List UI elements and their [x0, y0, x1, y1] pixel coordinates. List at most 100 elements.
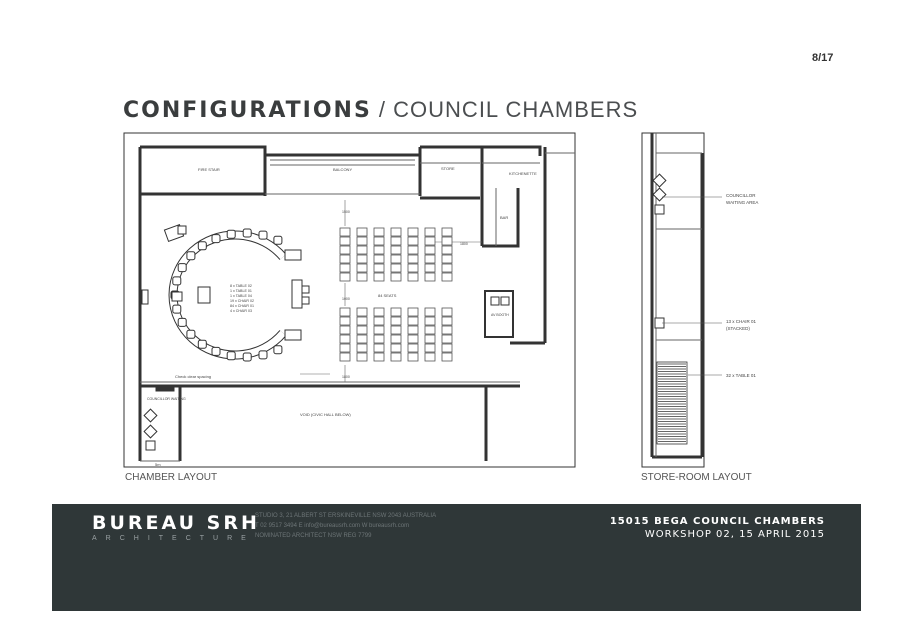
gallery-seat — [390, 316, 402, 326]
contact-details: STUDIO 3, 21 ALBERT ST ERSKINEVILLE NSW … — [255, 511, 436, 541]
label-void: VOID (CIVIC HALL BELOW) — [300, 412, 351, 417]
council-chair — [273, 235, 283, 245]
gallery-seat — [407, 316, 419, 326]
council-chair — [211, 234, 221, 244]
gallery-seat — [441, 245, 453, 255]
council-chair — [172, 304, 182, 314]
gallery-seat — [424, 263, 436, 273]
gallery-seat — [339, 245, 351, 255]
footer-bar: BUREAU SRH ARCHITECTURE STUDIO 3, 21 ALB… — [52, 504, 861, 611]
council-chair — [186, 329, 196, 339]
gallery-seat — [407, 334, 419, 344]
gallery-seat — [407, 263, 419, 273]
council-chair — [258, 230, 268, 240]
council-chair — [211, 346, 221, 356]
gallery-seat — [339, 254, 351, 264]
brand-logo: BUREAU SRH — [92, 512, 260, 534]
gallery-seat — [339, 272, 351, 282]
gallery-seat — [424, 227, 436, 237]
gallery-seat — [441, 227, 453, 237]
schedule-line: 1 x TABLE 04 — [230, 294, 252, 298]
gallery-seat — [356, 227, 368, 237]
gallery-seat — [339, 307, 351, 317]
gallery-seat — [339, 352, 351, 362]
council-chair — [197, 339, 207, 349]
gallery-seat — [356, 263, 368, 273]
label-store: STORE — [441, 166, 455, 171]
project-info: 15015 BEGA COUNCIL CHAMBERS WORKSHOP 02,… — [610, 515, 825, 541]
contact-line: T 02 9517 3494 E info@bureausrh.com W bu… — [255, 523, 410, 529]
gallery-seat — [373, 227, 385, 237]
gallery-seat — [441, 334, 453, 344]
label-av-booth: AV BOOTH — [491, 313, 509, 317]
gallery-seat — [390, 263, 402, 273]
title-strong: CONFIGURATIONS — [123, 98, 372, 123]
gallery-seat — [441, 307, 453, 317]
gallery-seat — [373, 343, 385, 353]
council-chair — [197, 241, 207, 251]
storeroom-layout-caption: STORE-ROOM LAYOUT — [641, 472, 752, 483]
gallery-seat — [424, 307, 436, 317]
gallery-seat — [441, 325, 453, 335]
gallery-seat — [373, 307, 385, 317]
gallery-seat — [424, 352, 436, 362]
label-fire-stair: FIRE STAIR — [198, 167, 220, 172]
gallery-seat — [424, 272, 436, 282]
council-chair — [242, 352, 252, 362]
contact-line: STUDIO 3, 21 ALBERT ST ERSKINEVILLE NSW … — [255, 513, 437, 519]
schedule-line: 8 x TABLE 02 — [230, 284, 252, 288]
gallery-seat — [424, 316, 436, 326]
gallery-seat — [356, 343, 368, 353]
dim-label: 1500 — [342, 210, 350, 214]
gallery-seat — [339, 236, 351, 246]
label-councillor-waiting: COUNCILLOR WAITING — [147, 397, 186, 401]
council-chair — [258, 350, 268, 360]
gallery-seat — [407, 227, 419, 237]
stacked-tables — [656, 361, 688, 445]
gallery-seat — [339, 263, 351, 273]
table-stack-outline — [656, 361, 688, 445]
note-chairs: (STACKED) — [726, 326, 750, 331]
label-kitchenette: KITCHENETTE — [509, 171, 537, 176]
gallery-seat — [407, 254, 419, 264]
title-thin: / COUNCIL CHAMBERS — [371, 97, 639, 122]
presenter-table — [291, 279, 303, 309]
council-chair — [186, 251, 196, 261]
gallery-seat — [390, 272, 402, 282]
gallery-seat — [390, 227, 402, 237]
gallery-seat — [356, 307, 368, 317]
gallery-seat — [407, 325, 419, 335]
council-chair — [177, 263, 187, 273]
council-chair — [172, 276, 182, 286]
chair — [177, 225, 187, 235]
door-panel — [141, 289, 149, 305]
gallery-seat — [441, 272, 453, 282]
gallery-seat — [373, 245, 385, 255]
gallery-seat — [424, 245, 436, 255]
gallery-seat — [424, 236, 436, 246]
schedule-line: 1 x TABLE 01 — [230, 289, 252, 293]
gallery-seat — [441, 352, 453, 362]
gallery-seat — [441, 343, 453, 353]
gallery-seat — [356, 245, 368, 255]
gallery-seat — [407, 245, 419, 255]
gallery-seat — [441, 236, 453, 246]
gallery-seat — [339, 316, 351, 326]
chamber-layout-caption: CHAMBER LAYOUT — [125, 472, 218, 483]
gallery-seat — [390, 325, 402, 335]
dim-label: 1800 — [342, 375, 350, 379]
gallery-seat — [407, 352, 419, 362]
gallery-seat — [356, 352, 368, 362]
gallery-seat — [339, 325, 351, 335]
schedule-line: 4 x CHAIR 03 — [230, 309, 252, 313]
waiting-furniture — [143, 387, 175, 451]
gallery-seat — [373, 236, 385, 246]
gallery-seat — [373, 352, 385, 362]
schedule-line: 84 x CHAIR 01 — [230, 304, 254, 308]
gallery-seat — [390, 307, 402, 317]
gallery-seat — [441, 316, 453, 326]
gallery-seat — [356, 272, 368, 282]
gallery-seat — [424, 334, 436, 344]
